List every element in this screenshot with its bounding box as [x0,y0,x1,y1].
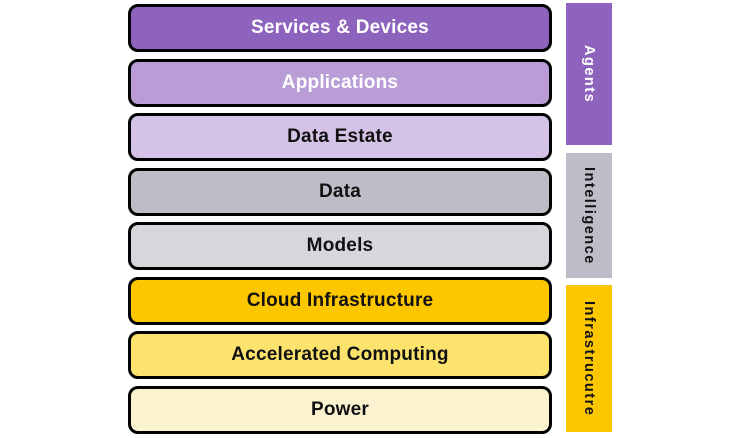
layer-power: Power [128,385,552,434]
layer-cloud-infrastructure: Cloud Infrastructure [128,276,552,325]
group-label-infrastructure: Infrastrucutre [581,300,597,417]
layer-services-devices: Services & Devices [128,4,552,52]
layer-label: Applications [281,71,399,93]
layer-accelerated-computing: Accelerated Computing [128,331,552,379]
group-strip-intelligence: Intelligence [566,153,612,278]
layer-label: Data Estate [287,126,393,147]
layer-label: Cloud Infrastructure [246,289,434,311]
layer-label: Models [306,235,374,256]
layer-label: Power [310,398,370,420]
group-strip-agents: Agents [566,3,612,145]
layer-models: Models [128,222,552,270]
layer-data-estate: Data Estate [128,113,552,161]
layer-data: Data [128,167,552,216]
layer-stack: Services & Devices Applications Data Est… [128,4,552,434]
layer-label: Services & Devices [251,17,429,38]
layer-label: Data [319,180,361,202]
layer-applications: Applications [128,58,552,107]
group-label-intelligence: Intelligence [581,166,597,265]
group-strip-infrastructure: Infrastrucutre [566,285,612,432]
layer-label: Accelerated Computing [231,344,449,365]
group-label-agents: Agents [581,44,597,104]
